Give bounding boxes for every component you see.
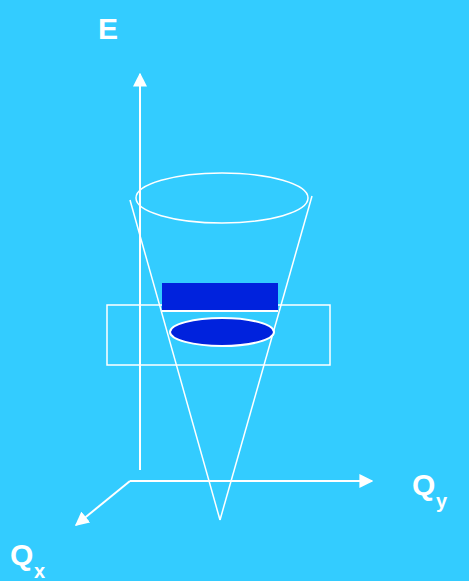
energy-window: [107, 305, 330, 365]
axis-label: E: [98, 14, 118, 44]
cone-side: [220, 196, 312, 520]
axis-label: Q: [10, 540, 33, 570]
band-slab: [162, 283, 278, 310]
axes: [76, 74, 372, 525]
axis-subscript: x: [34, 561, 45, 581]
qy-axis: [130, 480, 372, 482]
axis-label: Q: [412, 470, 435, 500]
cone: [130, 173, 312, 520]
cone-top: [136, 173, 308, 223]
cone-side: [130, 200, 220, 520]
axis-subscript: y: [436, 491, 447, 511]
fermi-ellipse: [170, 318, 274, 346]
qx-axis: [76, 481, 130, 525]
band-edge: [162, 310, 278, 312]
energy-axis: [139, 74, 141, 470]
